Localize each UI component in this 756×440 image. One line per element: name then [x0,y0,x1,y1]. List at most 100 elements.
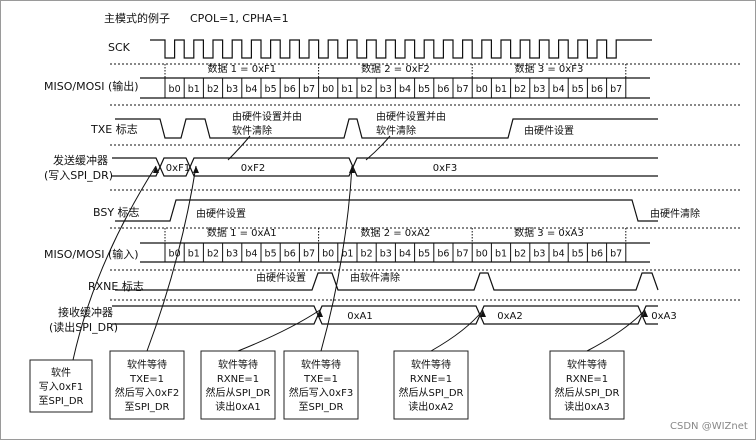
mosi-out-bit-label: b3 [380,84,392,95]
note-box-5-line: 然后从SPI_DR [399,386,464,399]
txe-annotation-2a: 由硬件设置并由 [376,110,446,123]
mosi-in-label: MISO/MOSI (输入) [44,247,139,261]
mosi-in-bit-label: b3 [533,249,545,260]
note-box-2-line: 至SPI_DR [125,401,170,413]
note-box-3-line: 然后从SPI_DR [206,386,271,399]
mosi-in-bit-label: b2 [514,249,526,260]
mosi-out-bit-label: b4 [399,84,411,95]
bsy-label: BSY 标志 [93,205,140,219]
rx-buffer-value: 0xA3 [651,311,676,322]
note-arrow-head-2 [193,166,199,173]
mosi-out-bit-label: b7 [610,84,622,95]
mosi-in-bit-label: b1 [495,249,507,260]
mosi-out-bit-label: b6 [284,84,296,95]
mosi-out-data-label: 数据 3 = 0xF3 [515,62,584,75]
note-box-3-line: 软件等待 [218,358,258,371]
mosi-out-label: MISO/MOSI (输出) [44,79,139,93]
mosi-out-data-label: 数据 1 = 0xF1 [207,62,276,75]
note-arrow-2 [146,165,197,352]
note-arrow-5 [430,309,484,352]
tx-buffer-label: 发送缓冲器 [53,153,108,167]
note-box-5-line: 软件等待 [411,358,451,371]
mosi-out-bit-label: b5 [418,84,430,95]
mosi-out-bit-label: b0 [169,84,181,95]
mosi-out-bit-label: b1 [188,84,200,95]
note-box-6-line: 软件等待 [567,358,607,371]
txe-annotation-2b: 软件清除 [376,124,416,137]
note-box-6 [549,350,625,420]
txe-waveform [115,118,658,139]
rx-buffer-value: 0xA2 [497,311,522,322]
note-arrow-3 [237,309,321,352]
note-arrow-head-6 [642,310,648,317]
rxne-waveform [115,272,659,291]
note-box-5 [393,350,469,420]
note-arrow-head-5 [480,310,486,317]
rx-buffer-sublabel: (读出SPI_DR) [49,320,118,334]
note-box-2-line: 然后写入0xF2 [115,386,179,399]
note-box-2-line: TXE=1 [129,374,164,385]
note-box-2 [109,350,185,420]
rx-buffer-value: 0xA1 [347,311,372,322]
mosi-in-bit-label: b6 [437,249,449,260]
mosi-in-bit-label: b3 [226,249,238,260]
mosi-in-bit-label: b7 [610,249,622,260]
sck-waveform [150,39,652,59]
note-box-2-line: 软件等待 [127,358,167,371]
mosi-out-data-label: 数据 2 = 0xF2 [361,62,430,75]
mosi-in-bit-label: b2 [207,249,219,260]
sck-label: SCK [108,41,131,54]
mosi-out-bit-label: b0 [476,84,488,95]
note-box-3-line: RXNE=1 [217,374,259,385]
mosi-in-bit-label: b4 [553,249,565,260]
bsy-waveform [115,199,658,222]
diagram-title: 主模式的例子 [104,11,170,25]
note-box-4-line: 软件等待 [301,358,341,371]
bsy-annotation-set: 由硬件设置 [196,207,246,220]
note-arrow-head-1 [153,166,159,173]
tx-buffer-bottom [112,165,658,177]
note-box-1-line: 至SPI_DR [39,395,84,407]
mosi-in-data-label: 数据 3 = 0xA3 [514,226,584,239]
watermark: CSDN @WIZnet [670,421,748,432]
tx-buffer-top [112,157,658,169]
mosi-out-bit-label: b2 [514,84,526,95]
tx-buffer-sublabel: (写入SPI_DR) [44,169,113,182]
mosi-in-bit-label: b5 [265,249,277,260]
tx-buffer-value: 0xF1 [166,163,190,174]
mosi-out-bit-label: b4 [553,84,565,95]
mosi-out-bit-label: b5 [265,84,277,95]
tx-buffer-value: 0xF2 [241,163,265,174]
note-box-1-line: 软件 [51,366,71,379]
mosi-in-bit-label: b1 [188,249,200,260]
note-box-4 [283,350,359,420]
mosi-in-bit-label: b4 [245,249,257,260]
mosi-out-bit-label: b6 [591,84,603,95]
mosi-in-bit-label: b5 [572,249,584,260]
mosi-in-bit-label: b0 [322,249,334,260]
txe-annotation-1a: 由硬件设置并由 [232,110,302,123]
note-box-4-line: 至SPI_DR [299,401,344,413]
mosi-out-bit-label: b3 [533,84,545,95]
rxne-annotation-set: 由硬件设置 [256,271,306,284]
mosi-out-bit-label: b0 [322,84,334,95]
mosi-in-bit-label: b0 [476,249,488,260]
mosi-out-bit-label: b5 [572,84,584,95]
tx-buffer-value: 0xF3 [433,163,457,174]
note-box-6-line: 读出0xA3 [564,400,609,413]
mosi-in-bit-label: b2 [361,249,373,260]
mosi-in-data-label: 数据 1 = 0xA1 [207,226,277,239]
note-arrow-6 [586,309,646,352]
mosi-out-bit-label: b4 [245,84,257,95]
mosi-out-bit-label: b1 [495,84,507,95]
mosi-out-bit-label: b7 [303,84,315,95]
mosi-in-bit-label: b3 [380,249,392,260]
mosi-out-bit-label: b2 [207,84,219,95]
rx-buffer-top [112,305,658,317]
note-box-5-line: RXNE=1 [410,374,452,385]
mosi-in-bit-label: b7 [457,249,469,260]
mosi-out-bit-label: b2 [361,84,373,95]
mosi-out-bit-label: b7 [457,84,469,95]
rxne-annotation-clear: 由软件清除 [350,271,400,284]
